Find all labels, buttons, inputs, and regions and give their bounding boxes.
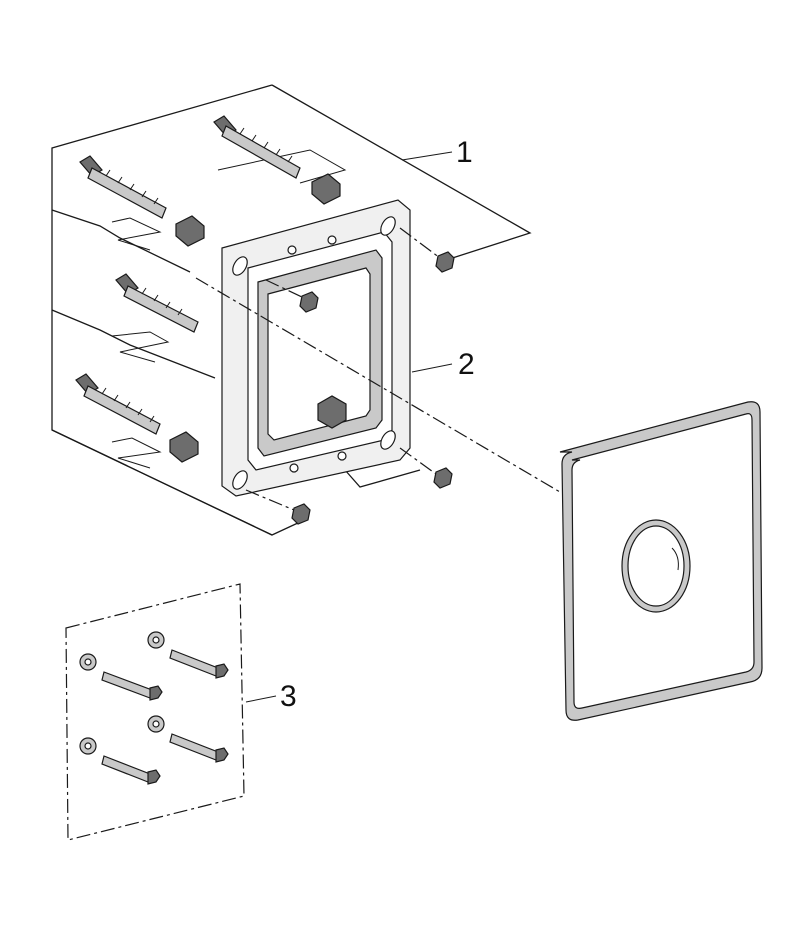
callout-1: 1 — [456, 136, 473, 169]
screw-top-right — [435, 251, 455, 273]
leader-3 — [245, 695, 277, 703]
center-axis-line — [195, 277, 561, 493]
flush-button-highlight — [671, 547, 679, 571]
kit-screw-1 — [79, 653, 163, 701]
wall-plug-kit — [65, 583, 245, 841]
screw-inner — [299, 291, 319, 313]
anchor-bolt-middle — [115, 273, 199, 333]
bracket-lower — [111, 437, 162, 469]
bracket-mid — [111, 331, 170, 363]
plane-divider-2 — [51, 309, 216, 379]
frame-slot-top-right — [380, 216, 396, 236]
bracket-upper — [111, 217, 162, 251]
anchor-bolt-lower — [75, 373, 199, 463]
screw-bottom-right — [433, 467, 453, 489]
kit-outline — [65, 583, 245, 841]
leader-1 — [401, 151, 453, 161]
plane-bottom — [51, 429, 301, 536]
screw-bottom-left — [291, 503, 311, 525]
callout-3: 3 — [280, 680, 297, 713]
frame-slot-top-left — [232, 256, 248, 276]
plane-divider-1 — [51, 209, 191, 273]
plane-right-lower — [344, 469, 421, 488]
callout-2: 2 — [458, 348, 475, 381]
frame-screws — [245, 227, 455, 525]
flush-plate — [559, 401, 763, 721]
frame-bushing — [317, 395, 347, 429]
frame-slot-bottom-left — [232, 470, 248, 490]
kit-screw-3 — [79, 737, 161, 785]
leader-2 — [411, 363, 453, 373]
anchor-bolt-top — [213, 115, 341, 205]
guide-planes — [51, 84, 532, 536]
plane-top-right-edge — [271, 84, 532, 263]
kit-screw-4 — [147, 715, 229, 763]
frame-slot-bottom-right — [380, 430, 396, 450]
kit-screw-2 — [147, 631, 229, 679]
callout-leaders — [245, 151, 453, 703]
anchor-bolt-upper — [79, 155, 205, 247]
